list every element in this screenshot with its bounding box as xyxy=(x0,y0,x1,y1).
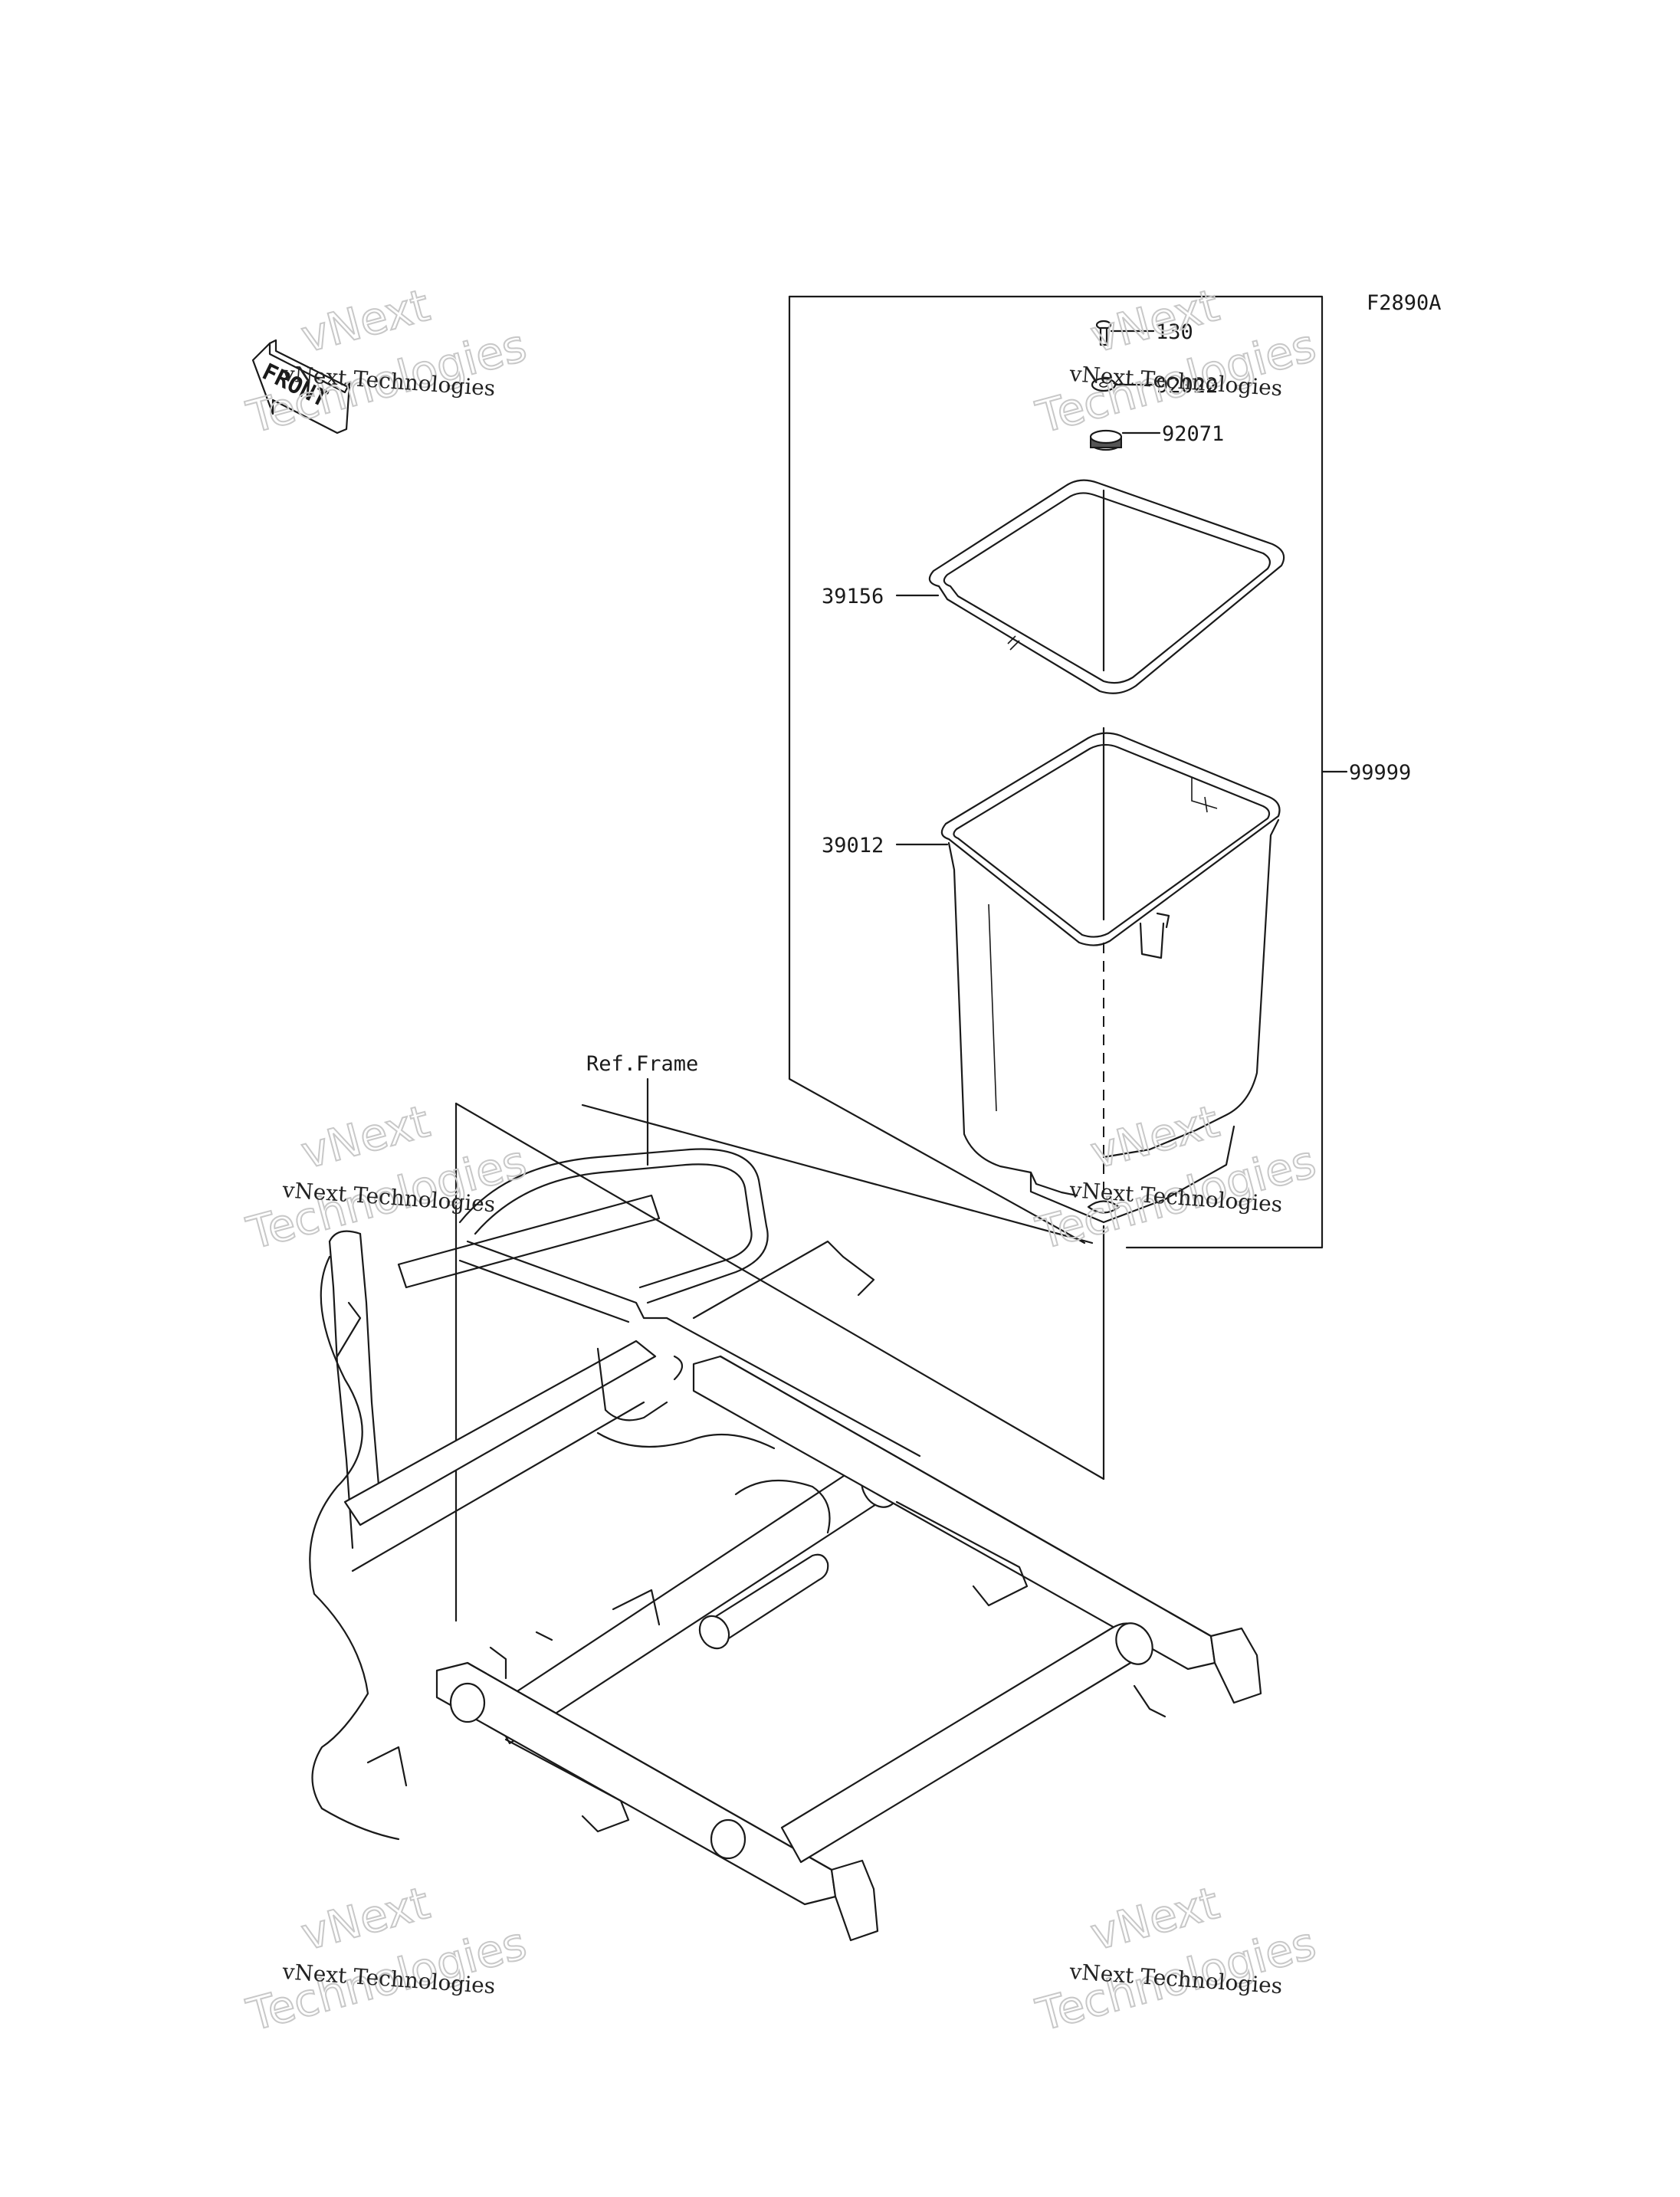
seal-ring xyxy=(895,479,1285,694)
watermark-bottom-left: vNext Technologies vNext Technologies xyxy=(241,1876,532,2042)
label-130: 130 xyxy=(1156,320,1193,344)
watermark-top-right: vNext Technologies vNext Technologies xyxy=(1030,278,1321,444)
kit-bracket xyxy=(788,295,1348,1249)
washer-icon xyxy=(1091,377,1155,392)
storage-box xyxy=(895,732,1281,1224)
figure-code: F2890A xyxy=(1367,291,1442,315)
label-99999: 99999 xyxy=(1349,761,1411,785)
watermark-top-left: vNext Technologies vNext Technologies xyxy=(241,278,532,444)
label-92071: 92071 xyxy=(1162,422,1224,446)
watermark-mid-right: vNext Technologies vNext Technologies xyxy=(1030,1094,1321,1261)
projection-line xyxy=(454,1102,1105,1481)
vehicle-frame xyxy=(309,1148,1262,1942)
label-39156: 39156 xyxy=(822,585,884,608)
label-39012: 39012 xyxy=(822,834,884,857)
watermark-bottom-right: vNext Technologies vNext Technologies xyxy=(1030,1876,1321,2042)
bolt-icon xyxy=(1095,320,1155,346)
label-ref-frame: Ref.Frame xyxy=(586,1052,698,1076)
watermark-mid-left: vNext Technologies vNext Technologies xyxy=(241,1094,532,1261)
grommet-icon xyxy=(1089,429,1161,451)
label-92022: 92022 xyxy=(1156,374,1218,398)
